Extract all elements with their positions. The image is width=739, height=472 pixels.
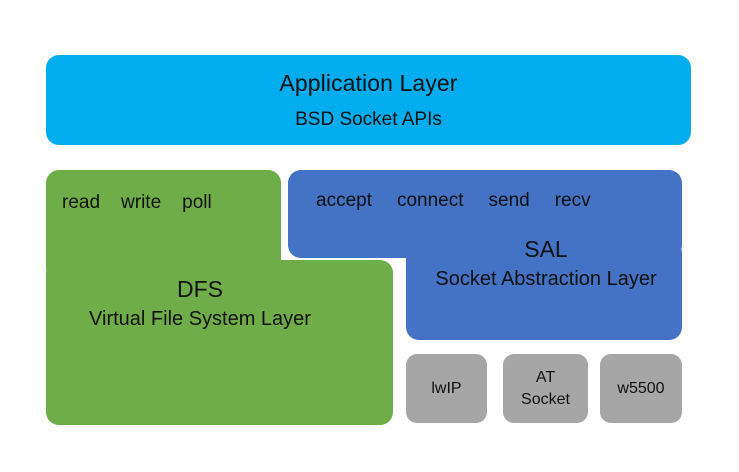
sal-layer-name: SAL [524, 236, 568, 262]
dfs-operations-list: read write poll [62, 192, 272, 214]
sal-operation-accept: accept [316, 190, 372, 211]
sal-layer-caption: SAL Socket Abstraction Layer [406, 236, 686, 291]
sal-layer-description: Socket Abstraction Layer [435, 267, 657, 290]
dfs-operation-write: write [121, 192, 162, 213]
application-layer-title: Application Layer [279, 69, 458, 96]
sal-operations-list: accept connect send recv [316, 190, 646, 212]
driver-box-lwip[interactable]: lwIP [406, 354, 487, 423]
dfs-layer-caption: DFS Virtual File System Layer [46, 276, 354, 331]
application-layer-block[interactable]: Application Layer BSD Socket APIs [46, 55, 691, 145]
dfs-layer-name: DFS [177, 276, 223, 302]
driver-box-at-socket[interactable]: AT Socket [503, 354, 588, 423]
dfs-operation-poll: poll [182, 192, 212, 213]
driver-label-lwip: lwIP [431, 379, 462, 397]
sal-operation-send: send [488, 190, 530, 211]
driver-label-at-socket-line1: AT [535, 368, 556, 386]
driver-box-w5500[interactable]: w5500 [600, 354, 682, 423]
driver-label-at-socket-line2: Socket [521, 390, 570, 408]
application-layer-subtitle: BSD Socket APIs [295, 108, 442, 130]
driver-label-at-socket: AT Socket [521, 367, 570, 410]
sal-operation-recv: recv [554, 190, 591, 211]
sal-layer-block-lower[interactable] [406, 240, 682, 340]
dfs-layer-block-lower[interactable] [46, 260, 393, 425]
sal-operation-connect: connect [396, 190, 464, 211]
dfs-operation-read: read [62, 192, 101, 213]
driver-label-w5500: w5500 [617, 379, 665, 397]
dfs-layer-description: Virtual File System Layer [89, 307, 311, 330]
